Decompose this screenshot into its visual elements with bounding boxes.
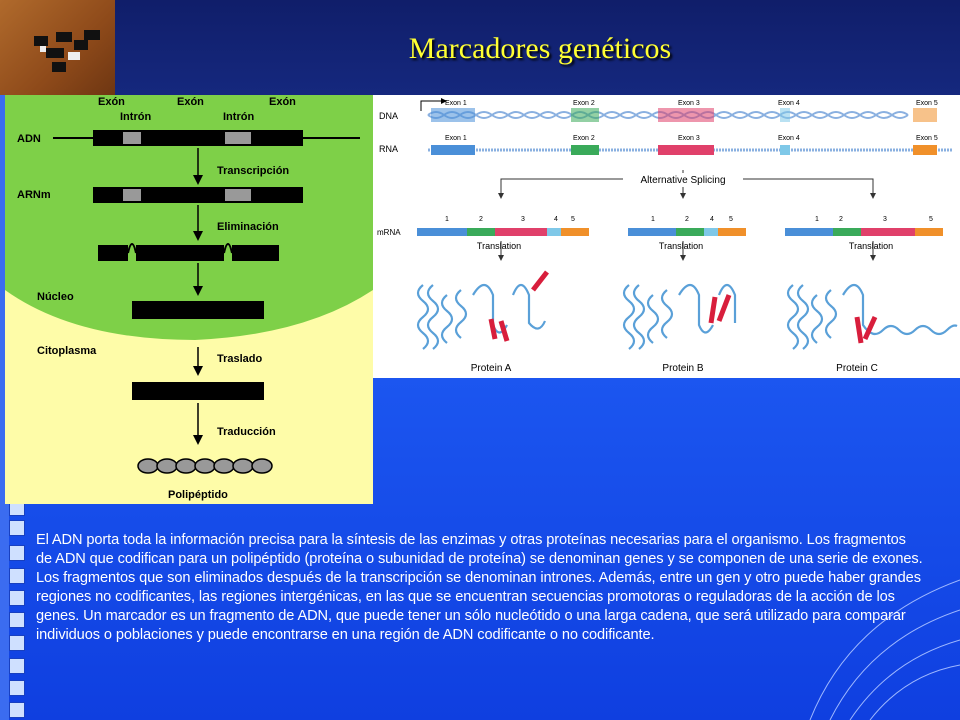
- decor-square: [9, 635, 25, 651]
- isoform-exon-number: 1: [445, 216, 449, 223]
- rna-strand: [428, 145, 953, 155]
- step-label: Eliminación: [217, 221, 279, 233]
- logo-mark-icon: [34, 30, 100, 72]
- exon-block: [136, 245, 224, 261]
- decor-square: [9, 612, 25, 628]
- exon-label: Exon 1: [445, 135, 467, 142]
- isoform-exon-number: 1: [651, 216, 655, 223]
- intron-loop: [127, 243, 137, 254]
- isoform-c: 1 2 3 5 Translation Protein C: [785, 216, 958, 374]
- dna-label: DNA: [379, 111, 398, 121]
- exon-label: Exón: [177, 96, 204, 108]
- intron-box: [123, 132, 141, 144]
- splicing-label: Alternative Splicing: [640, 175, 725, 186]
- exon-label: Exon 5: [916, 100, 938, 107]
- arrow-down-icon: [193, 286, 203, 296]
- arrow-down-icon: [193, 175, 203, 185]
- polypeptide-chain: [137, 458, 273, 474]
- translation-label: Translation: [659, 241, 703, 251]
- exon-label: Exón: [269, 96, 296, 108]
- rna-label: RNA: [379, 144, 398, 154]
- exon-label: Exon 2: [573, 100, 595, 107]
- isoform-exon-number: 5: [929, 216, 933, 223]
- arrow-down-icon: [193, 231, 203, 241]
- exon-label: Exon 2: [573, 135, 595, 142]
- intron-box: [225, 132, 251, 144]
- arnm-label: ARNm: [17, 189, 51, 201]
- intron-box: [123, 189, 141, 201]
- body-paragraph: El ADN porta toda la información precisa…: [36, 532, 923, 643]
- alternative-splicing-diagram: DNA RNA Exon 1 Exon 2 Exon 3 Exon 4 Exon…: [373, 95, 960, 378]
- decor-square: [9, 680, 25, 696]
- isoform-a: 1 2 3 4 5 Translation Protein A: [416, 216, 589, 374]
- promoter-arrow-icon: [441, 98, 447, 104]
- exon-block: [232, 245, 279, 261]
- exon-label: Exon 4: [778, 135, 800, 142]
- translation-label: Translation: [849, 241, 893, 251]
- step-label: Transcripción: [217, 165, 289, 177]
- left-decor-strip: [0, 0, 9, 720]
- decor-square: [9, 545, 25, 561]
- arrow-down-icon: [193, 435, 203, 445]
- decorative-arcs: [809, 579, 960, 720]
- dna-helix: [427, 108, 937, 122]
- isoform-exon-number: 2: [839, 216, 843, 223]
- logo: [0, 0, 115, 95]
- isoform-exon-number: 5: [571, 216, 575, 223]
- slide-title: Marcadores genéticos: [408, 32, 672, 65]
- protein-label: Protein B: [662, 363, 703, 374]
- adn-label: ADN: [17, 133, 41, 145]
- exon-label: Exon 5: [916, 135, 938, 142]
- exon-label: Exon 1: [445, 100, 467, 107]
- decor-square: [9, 590, 25, 606]
- nucleus-region: [5, 95, 373, 340]
- intron-label: Intrón: [223, 111, 254, 123]
- arrow-down-icon: [193, 366, 203, 376]
- isoform-exon-number: 1: [815, 216, 819, 223]
- gene-expression-diagram: Exón Exón Exón Intrón Intrón ADN Transcr…: [5, 95, 373, 504]
- arrow-down-icon: [680, 255, 686, 261]
- cytoplasm-label: Citoplasma: [37, 345, 97, 357]
- cytoplasm-mrna-block: [132, 382, 264, 400]
- step-label: Traducción: [217, 426, 276, 438]
- decor-square: [9, 520, 25, 536]
- intron-box: [225, 189, 251, 201]
- isoform-exon-number: 2: [479, 216, 483, 223]
- exon-label: Exon 3: [678, 100, 700, 107]
- title-bar: [0, 0, 960, 95]
- isoform-b: 1 2 4 5 Translation Protein B: [622, 216, 746, 374]
- mature-mrna-block: [132, 301, 264, 319]
- exon-block: [98, 245, 128, 261]
- isoform-exon-number: 2: [685, 216, 689, 223]
- isoform-exon-number: 3: [883, 216, 887, 223]
- isoform-exon-number: 5: [729, 216, 733, 223]
- protein-label: Protein C: [836, 363, 878, 374]
- intron-loop: [223, 243, 233, 254]
- nucleus-label: Núcleo: [37, 291, 74, 303]
- exon-label: Exon 3: [678, 135, 700, 142]
- decor-square: [9, 658, 25, 674]
- isoform-exon-number: 3: [521, 216, 525, 223]
- arrow-down-icon: [870, 255, 876, 261]
- polypeptide-label: Polipéptido: [168, 489, 228, 501]
- exon-label: Exon 4: [778, 100, 800, 107]
- translation-label: Translation: [477, 241, 521, 251]
- intron-label: Intrón: [120, 111, 151, 123]
- mrna-label: mRNA: [377, 228, 401, 237]
- isoform-exon-number: 4: [554, 216, 558, 223]
- exon-label: Exón: [98, 96, 125, 108]
- isoform-exon-number: 4: [710, 216, 714, 223]
- decor-square: [9, 702, 25, 718]
- protein-label: Protein A: [471, 363, 512, 374]
- decor-square: [9, 568, 25, 584]
- arrow-down-icon: [498, 255, 504, 261]
- step-label: Traslado: [217, 353, 263, 365]
